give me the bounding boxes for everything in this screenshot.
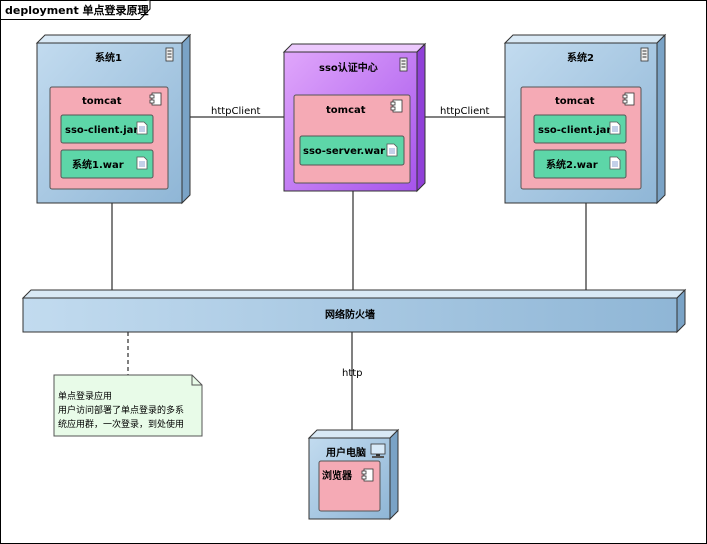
artifact-icon — [609, 156, 621, 170]
system1-artifact-war[interactable] — [60, 149, 154, 179]
system1-artifact-jar[interactable] — [60, 114, 154, 144]
node-firewall[interactable]: 网络防火墙 — [21, 288, 687, 334]
computer-icon — [370, 443, 386, 458]
system2-label: 系统2 — [567, 51, 594, 64]
connector-lines — [111, 116, 587, 430]
system1-artifact-war-label: 系统1.war — [72, 158, 124, 171]
user-link-label: http — [342, 368, 363, 379]
component-icon — [390, 99, 403, 113]
node-system1[interactable]: 系统1 tomcat sso-client.jar 系统1.war — [35, 33, 192, 205]
artifact-icon — [136, 121, 148, 135]
firewall-label: 网络防火墙 — [325, 308, 375, 321]
browser-component[interactable] — [318, 460, 381, 512]
node-system2[interactable]: 系统2 tomcat sso-client.jar 系统2.war — [503, 33, 667, 205]
component-icon — [149, 92, 162, 106]
note-line-1: 单点登录应用 — [58, 390, 112, 402]
artifact-icon — [609, 121, 621, 135]
system1-tomcat-label: tomcat — [82, 96, 122, 107]
artifact-icon — [136, 156, 148, 170]
sso-center-label: sso认证中心 — [319, 61, 378, 74]
system1-label: 系统1 — [95, 51, 122, 64]
note-line-2: 用户访问部署了单点登录的多系 — [58, 404, 184, 416]
node-icon — [640, 47, 649, 62]
user-pc-label: 用户电脑 — [325, 446, 366, 459]
left-link-label: httpClient — [211, 106, 261, 117]
system2-tomcat-label: tomcat — [555, 96, 595, 107]
node-icon — [399, 57, 408, 72]
node-icon — [165, 47, 174, 62]
sso-artifact-war[interactable] — [299, 135, 405, 166]
system2-artifact-jar-label: sso-client.jar — [538, 125, 611, 136]
component-icon — [622, 92, 635, 106]
system2-artifact-jar[interactable] — [533, 114, 627, 144]
system2-artifact-war-label: 系统2.war — [546, 158, 598, 171]
sso-artifact-war-label: sso-server.war — [303, 146, 385, 157]
node-user-pc[interactable]: 用户电脑 浏览器 — [307, 428, 400, 521]
system2-artifact-war[interactable] — [533, 149, 627, 179]
node-sso-center[interactable]: sso认证中心 tomcat sso-server.war — [282, 42, 427, 193]
frame-title: deployment 单点登录原理 — [5, 3, 149, 17]
artifact-icon — [386, 143, 398, 157]
right-link-label: httpClient — [440, 106, 490, 117]
note-line-3: 统应用群，一次登录，到处使用 — [58, 418, 184, 430]
system1-artifact-jar-label: sso-client.jar — [65, 125, 138, 136]
note[interactable]: 单点登录应用 用户访问部署了单点登录的多系 统应用群，一次登录，到处使用 — [53, 374, 203, 437]
browser-label: 浏览器 — [322, 469, 353, 482]
sso-tomcat-label: tomcat — [326, 105, 366, 116]
component-icon — [361, 468, 374, 482]
